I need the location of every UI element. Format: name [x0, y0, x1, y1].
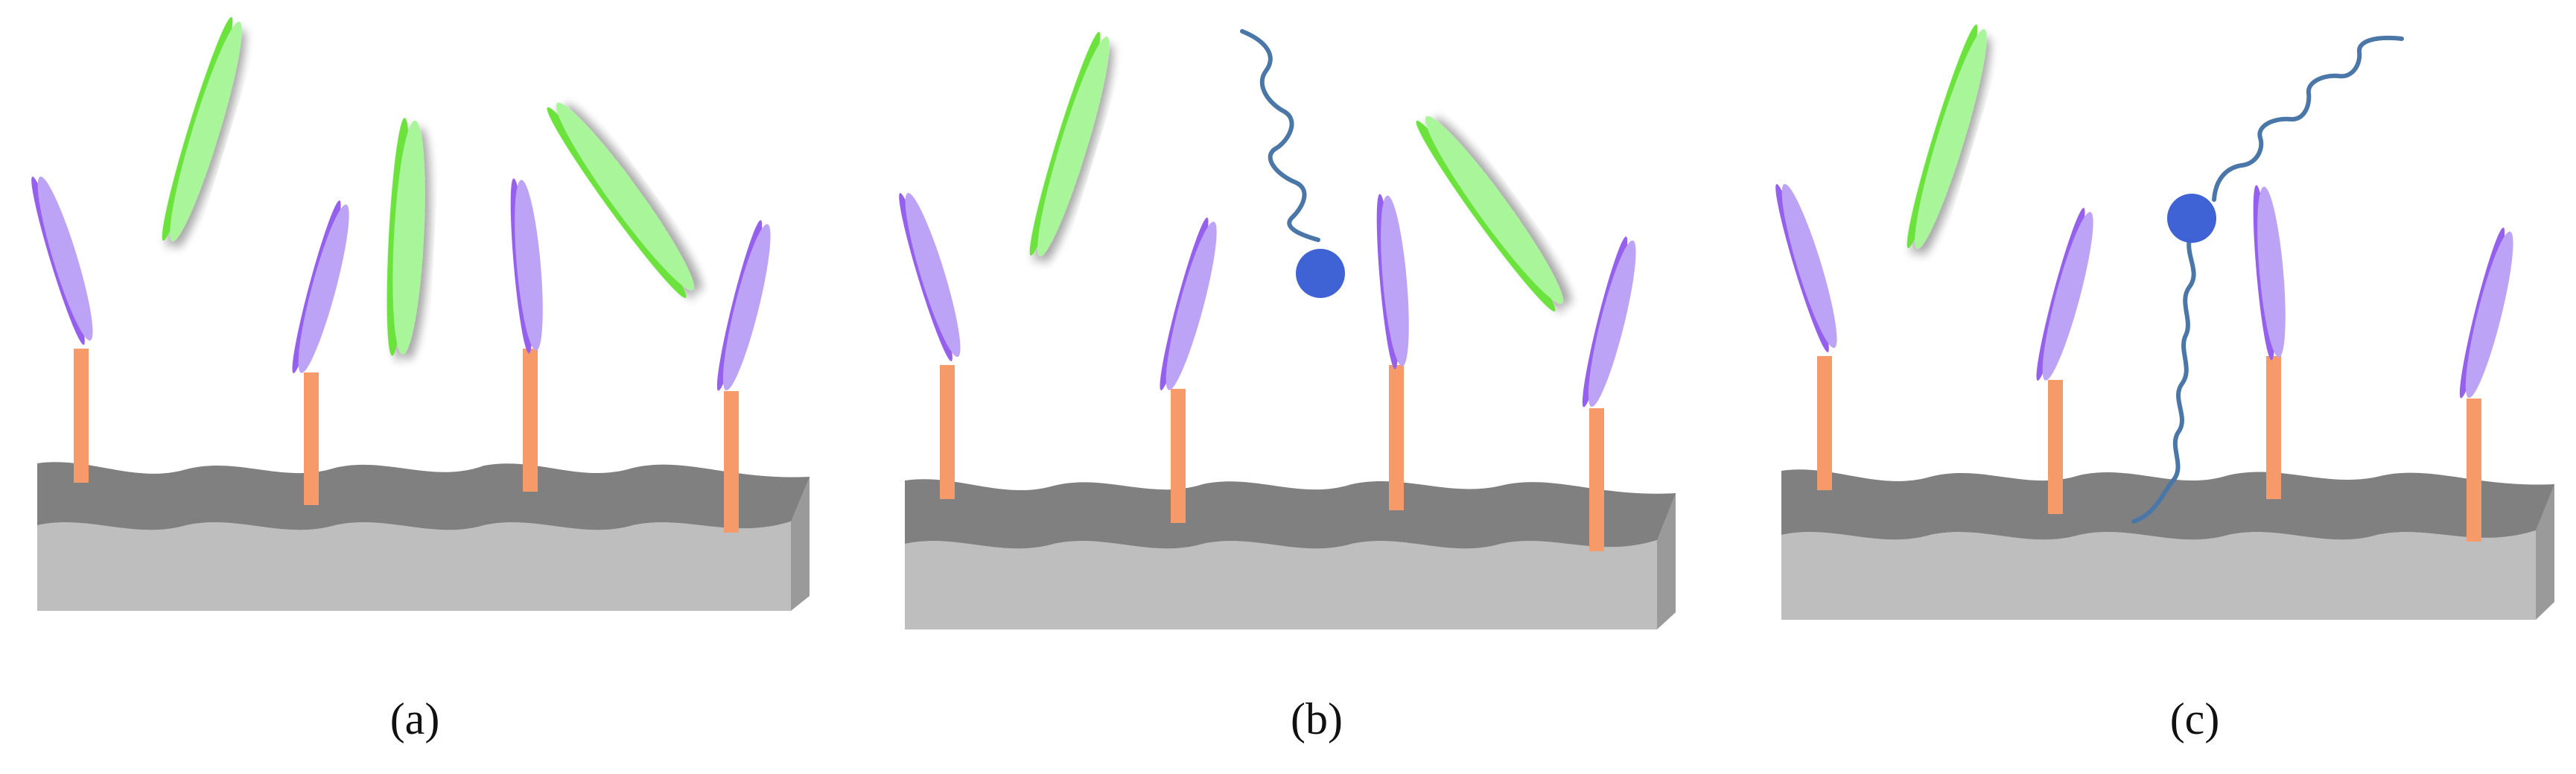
molecule-bead-b	[1296, 249, 1345, 298]
probe-blade-c4	[2459, 227, 2513, 399]
target-blade-a3	[547, 102, 694, 299]
linker-stem-b4	[1589, 408, 1604, 551]
probe-blade-a1	[31, 177, 93, 345]
bead-tail-molecule-b	[1240, 29, 1345, 298]
linker-stem-c2	[2048, 380, 2063, 514]
probe-blade-b1	[899, 193, 961, 361]
target-blade-a1	[162, 16, 242, 241]
substrate-front-c	[1781, 530, 2536, 620]
caption-panel-c: (c)	[2169, 694, 2220, 743]
target-blade-a2	[387, 118, 425, 356]
molecule-tail-b	[1240, 29, 1320, 242]
probe-blade-b4	[1582, 236, 1636, 407]
substrate-top-a	[37, 462, 810, 530]
linker-stem-c4	[2467, 399, 2481, 542]
probe-blade-c2	[2036, 208, 2093, 381]
substrate-front-b	[905, 540, 1657, 629]
target-blade-b1	[1029, 31, 1110, 256]
probe-blade-b2	[1160, 218, 1217, 390]
substrate-b	[905, 479, 1676, 629]
target-blade-b2	[1416, 115, 1563, 312]
panel-a	[31, 16, 810, 611]
probe-blade-c3	[2253, 185, 2286, 361]
probe-blade-a3	[510, 178, 543, 354]
probe-blade-b3	[1376, 194, 1409, 369]
linker-stem-c3	[2266, 356, 2281, 499]
molecule-tail-c-lower	[2131, 236, 2196, 524]
molecule-tail-c-upper	[2212, 35, 2404, 202]
target-blade-c1	[1906, 24, 1987, 249]
probe-blade-a4	[716, 220, 771, 391]
linker-stem-b1	[940, 365, 955, 499]
linker-stem-b3	[1389, 365, 1404, 510]
linker-stem-c1	[1817, 356, 1832, 490]
caption-panel-a: (a)	[389, 694, 440, 743]
probe-blade-a2	[292, 200, 349, 373]
linker-stem-a1	[74, 349, 89, 483]
substrate-a	[37, 462, 810, 611]
bead-tail-molecule-c	[2131, 35, 2404, 524]
linker-stem-a4	[724, 391, 739, 533]
panel-c	[1775, 24, 2554, 620]
caption-panel-b: (b)	[1291, 694, 1343, 743]
molecule-bead-c	[2167, 194, 2216, 243]
linker-stem-b2	[1171, 389, 1186, 523]
substrate-front-a	[37, 521, 791, 611]
linker-stem-a2	[304, 372, 319, 505]
substrate-top-b	[905, 479, 1676, 549]
substrate-c	[1781, 469, 2554, 620]
probe-blade-c1	[1775, 184, 1837, 352]
panel-b	[899, 29, 1676, 629]
linker-stem-a3	[523, 349, 538, 492]
substrate-top-c	[1781, 469, 2554, 540]
